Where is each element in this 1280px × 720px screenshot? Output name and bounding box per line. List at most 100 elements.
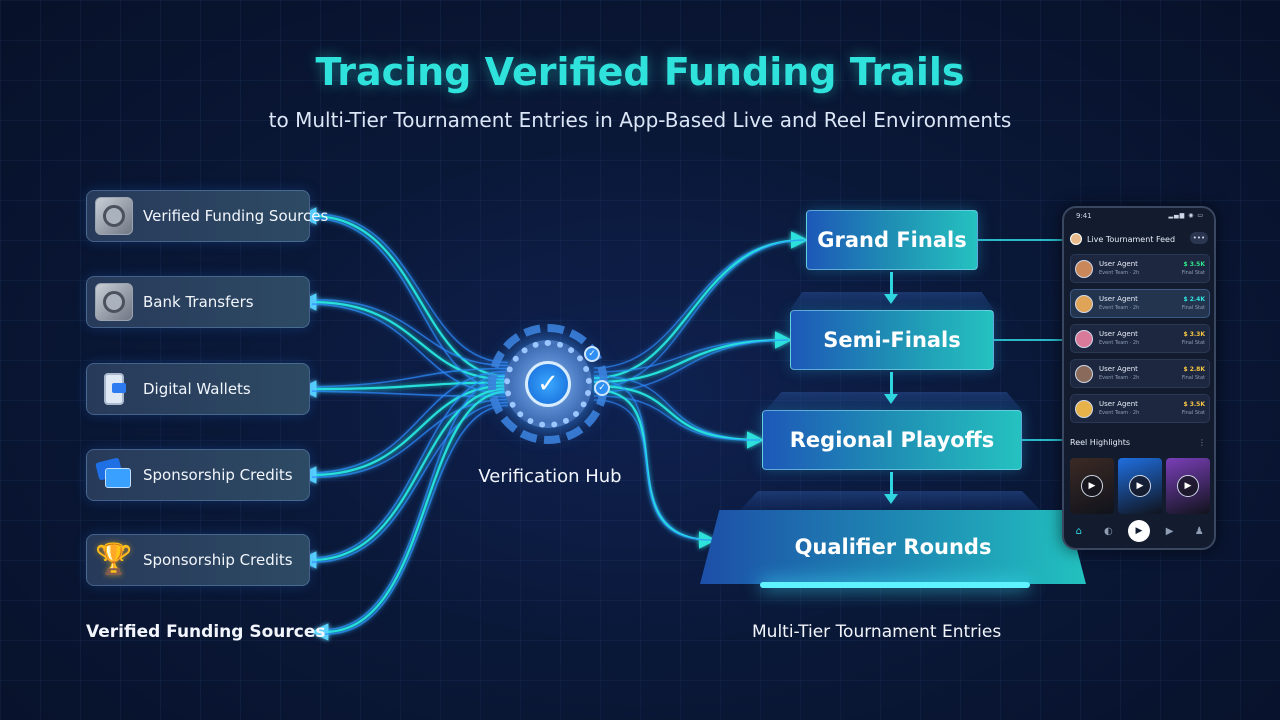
play-icon[interactable]: ▶ (1081, 475, 1103, 497)
check-badge-icon: ✓ (525, 361, 571, 407)
feed-item-amount: $ 3.5K (1183, 261, 1205, 268)
play-icon[interactable]: ▶ (1129, 475, 1151, 497)
feed-item-sub: Event Team · 2h (1099, 305, 1140, 311)
funding-flow-line (311, 401, 509, 563)
avatar (1075, 364, 1093, 383)
play-icon[interactable]: ▶ (1177, 475, 1199, 497)
entry-flow-line (593, 339, 789, 393)
tier-arrow-down-icon (884, 294, 898, 304)
feed-item-name: User Agent (1099, 330, 1138, 338)
funding-flow-line (310, 390, 509, 641)
signal-wifi-battery-icon: ▂▄▆ ◉ ▭ (1168, 212, 1204, 219)
funding-flow-line (311, 373, 509, 559)
reel-title: Reel Highlights (1070, 438, 1131, 447)
entry-flow-line (593, 239, 805, 389)
check-mini-icon: ✓ (594, 380, 610, 396)
tier-qualifier-rounds: Qualifier Rounds (700, 510, 1086, 584)
vault-icon (95, 197, 133, 235)
reel-thumbnail[interactable]: ▶ (1166, 458, 1210, 514)
tier-semi-finals: Semi-Finals (790, 310, 994, 370)
source-bank-transfers: Bank Transfers (86, 276, 310, 328)
feed-item-amount-sub: Final Stat (1181, 340, 1205, 346)
more-button[interactable]: ••• (1190, 232, 1208, 244)
tab-profile-icon[interactable]: ♟ (1194, 525, 1204, 537)
tab-home-icon[interactable]: ⌂ (1075, 525, 1082, 537)
feed-item-sub: Event Team · 2h (1099, 375, 1140, 381)
source-label: Bank Transfers (143, 293, 254, 311)
tab-reels-icon[interactable]: ▶ (1165, 525, 1174, 537)
reel-thumbnail[interactable]: ▶ (1070, 458, 1114, 514)
funding-flow-line (311, 299, 509, 367)
source-verified-funding: Verified Funding Sources (86, 190, 328, 242)
feed-item-amount-sub: Final Stat (1181, 305, 1205, 311)
page-subtitle: to Multi-Tier Tournament Entries in App-… (268, 108, 1012, 132)
source-label: Digital Wallets (143, 380, 251, 398)
funding-flow-line (311, 303, 509, 395)
tier-grand-finals: Grand Finals (806, 210, 978, 270)
feed-item-name: User Agent (1099, 400, 1138, 408)
tier-arrow-down-icon (884, 494, 898, 504)
feed-item-amount: $ 2.4K (1183, 296, 1205, 303)
page-title: Tracing Verified Funding Trails (315, 50, 965, 94)
funding-flow-line (323, 404, 509, 635)
tab-bar: ⌂ ◐ ▶ ▶ ♟ (1064, 514, 1214, 548)
reel-thumbnail[interactable]: ▶ (1118, 458, 1162, 514)
feed-item-amount: $ 3.5K (1183, 401, 1205, 408)
credit-cards-icon (95, 456, 133, 494)
feed-item-amount-sub: Final Stat (1181, 375, 1205, 381)
avatar (1075, 399, 1093, 418)
feed-item-name: User Agent (1099, 365, 1138, 373)
feed-header: Live Tournament Feed ••• (1070, 230, 1210, 248)
tier-regional-playoffs: Regional Playoffs (762, 410, 1022, 470)
hub-label: Verification Hub (478, 466, 622, 487)
entry-flow-line (593, 399, 713, 541)
feed-item-name: User Agent (1099, 295, 1138, 303)
vault-icon (95, 283, 133, 321)
gear-icon: ✓ (504, 340, 592, 428)
entry-flow-line (593, 339, 789, 373)
source-label: Sponsorship Credits (143, 466, 293, 484)
phone-mockup: 9:41 ▂▄▆ ◉ ▭ Live Tournament Feed ••• Us… (1062, 206, 1216, 550)
funding-flow-line (298, 387, 509, 569)
funding-flow-line (311, 370, 509, 474)
source-label: Sponsorship Credits (143, 551, 293, 569)
feed-item-sub: Event Team · 2h (1099, 270, 1140, 276)
feed-item-amount: $ 2.8K (1183, 366, 1205, 373)
source-digital-wallets: Digital Wallets (86, 363, 310, 415)
tab-play-icon[interactable]: ▶ (1127, 520, 1150, 542)
status-bar: 9:41 ▂▄▆ ◉ ▭ (1064, 212, 1214, 224)
feed-item-sub: Event Team · 2h (1099, 340, 1140, 346)
base-glow (760, 582, 1030, 588)
tier-arrow-down-icon (884, 394, 898, 404)
verification-hub: ✓ ✓ ✓ (488, 324, 610, 444)
avatar (1075, 259, 1093, 278)
avatar (1070, 233, 1082, 245)
tab-live-icon[interactable]: ◐ (1104, 525, 1113, 537)
feed-title: Live Tournament Feed (1087, 234, 1176, 244)
tier-arrow-stem (890, 472, 893, 496)
funding-flow-line (298, 293, 509, 381)
feed-item-amount-sub: Final Stat (1181, 410, 1205, 416)
status-time: 9:41 (1076, 212, 1092, 220)
tiers-caption: Multi-Tier Tournament Entries (752, 622, 1002, 642)
funding-flow-line (298, 384, 509, 484)
entry-flow-line (593, 231, 809, 380)
kebab-menu-icon[interactable]: ⋮ (1198, 438, 1206, 447)
feed-item-name: User Agent (1099, 260, 1138, 268)
trophy-icon: 🏆 (95, 542, 133, 577)
sources-caption: Verified Funding Sources (86, 622, 326, 642)
funding-flow-line (298, 207, 509, 378)
funding-flow-line (311, 367, 509, 388)
entry-flow-line (593, 379, 713, 541)
feed-item-sub: Event Team · 2h (1099, 410, 1140, 416)
avatar (1075, 294, 1093, 313)
entry-flow-line (593, 388, 717, 549)
avatar (1075, 329, 1093, 348)
entry-flow-line (593, 331, 793, 384)
